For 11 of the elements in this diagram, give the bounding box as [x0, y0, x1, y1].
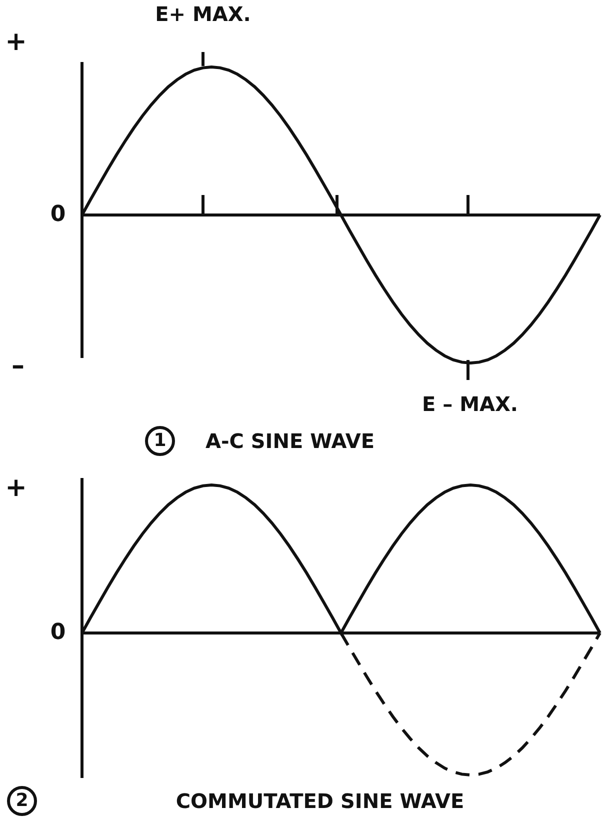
axis-label: 0: [50, 204, 66, 226]
caption: COMMUTATED SINE WAVE: [176, 791, 464, 811]
axis-label: –: [12, 353, 24, 379]
peak-label: E – MAX.: [422, 394, 518, 414]
figure-number: 2: [7, 786, 37, 816]
axis-label: 0: [50, 622, 66, 644]
axis-label: +: [5, 29, 27, 55]
caption: A-C SINE WAVE: [205, 431, 375, 451]
axis-label: +: [5, 475, 27, 501]
figure-number: 1: [145, 426, 175, 456]
peak-label: E+ MAX.: [155, 4, 251, 24]
